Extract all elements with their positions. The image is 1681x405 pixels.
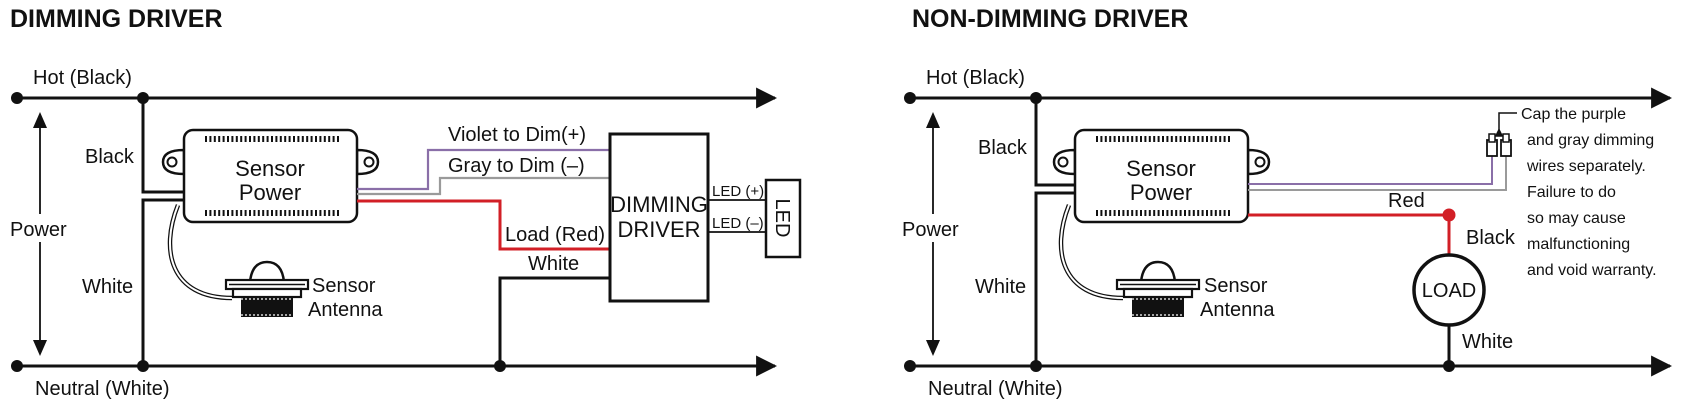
nd-sensor-power-label-2: Power bbox=[1130, 180, 1192, 205]
driver-white-label: White bbox=[528, 253, 579, 275]
nd-sensor-antenna-device bbox=[1115, 260, 1201, 317]
note-line-6: malfunctioning bbox=[1527, 236, 1630, 253]
note-leader bbox=[1495, 112, 1517, 137]
power-label-bg bbox=[8, 214, 72, 242]
sensor-antenna-device bbox=[224, 260, 310, 317]
nd-red-wire bbox=[1248, 213, 1451, 254]
load-red-label: Load (Red) bbox=[505, 224, 605, 246]
nd-load-black-label: Black bbox=[1466, 227, 1516, 249]
hot-label: Hot (Black) bbox=[33, 67, 132, 89]
nd-gray-wire bbox=[1248, 154, 1507, 191]
white-wire bbox=[141, 198, 184, 366]
led-plus-label: LED (+) bbox=[712, 183, 764, 200]
nd-power-label: Power bbox=[902, 219, 959, 241]
cap-wires-note: Cap the purple and gray dimming wires se… bbox=[1521, 106, 1657, 279]
nd-violet-wire bbox=[1248, 154, 1493, 185]
driver-white-wire bbox=[498, 276, 610, 366]
note-line-5: so may cause bbox=[1527, 210, 1626, 227]
neutral-label: Neutral (White) bbox=[35, 378, 169, 400]
red-load-wire bbox=[357, 199, 610, 251]
driver-label-1: DIMMING bbox=[610, 192, 708, 217]
power-arrow-up bbox=[33, 112, 47, 128]
non-dimming-driver-diagram: NON-DIMMING DRIVER Hot (Black) Neutral (… bbox=[900, 5, 1673, 400]
nd-white-wire bbox=[1034, 191, 1075, 366]
power-label: Power bbox=[10, 219, 67, 241]
nd-hot-terminal bbox=[904, 92, 916, 104]
neutral-terminal bbox=[11, 360, 23, 372]
gray-label: Gray to Dim (–) bbox=[448, 155, 585, 177]
nd-white-label: White bbox=[975, 276, 1026, 298]
black-label: Black bbox=[85, 146, 135, 168]
nd-red-label: Red bbox=[1388, 190, 1425, 212]
nd-sensor-power-label-1: Sensor bbox=[1126, 156, 1196, 181]
dimming-driver-diagram: DIMMING DRIVER Hot (Black) Neutral (Whit… bbox=[8, 5, 802, 400]
nd-load-white-label: White bbox=[1462, 331, 1513, 353]
violet-wire bbox=[357, 148, 610, 191]
violet-label: Violet to Dim(+) bbox=[448, 124, 586, 146]
note-line-2: and gray dimming bbox=[1527, 132, 1654, 149]
nd-sensor-antenna-label-1: Sensor bbox=[1204, 275, 1268, 297]
note-line-1: Cap the purple bbox=[1521, 106, 1626, 123]
nd-black-label: Black bbox=[978, 137, 1028, 159]
nd-neutral-terminal bbox=[904, 360, 916, 372]
note-line-4: Failure to do bbox=[1527, 184, 1616, 201]
hot-terminal bbox=[11, 92, 23, 104]
sensor-power-label-2: Power bbox=[239, 180, 301, 205]
note-line-7: and void warranty. bbox=[1527, 262, 1657, 279]
sensor-antenna-label-2: Antenna bbox=[308, 299, 383, 321]
nd-power-arrow-down bbox=[926, 340, 940, 356]
dimming-driver-box bbox=[608, 132, 710, 303]
gray-wire bbox=[357, 176, 610, 196]
driver-label-2: DRIVER bbox=[617, 217, 700, 242]
sensor-power-module: Sensor Power bbox=[161, 128, 380, 224]
sensor-antenna-label-1: Sensor bbox=[312, 275, 376, 297]
led-minus-label: LED (–) bbox=[712, 215, 764, 232]
nd-power-label-bg bbox=[900, 214, 964, 242]
led-label: LED bbox=[771, 199, 793, 238]
sensor-power-label-1: Sensor bbox=[235, 156, 305, 181]
load-label: LOAD bbox=[1422, 280, 1476, 302]
wire-caps bbox=[1486, 133, 1512, 157]
black-wire bbox=[141, 98, 184, 194]
white-label: White bbox=[82, 276, 133, 298]
non-dimming-title: NON-DIMMING DRIVER bbox=[912, 5, 1188, 33]
note-line-3: wires separately. bbox=[1526, 158, 1646, 175]
nd-hot-label: Hot (Black) bbox=[926, 67, 1025, 89]
power-arrow-down bbox=[33, 340, 47, 356]
nd-sensor-power-module: Sensor Power bbox=[1052, 128, 1271, 224]
nd-power-arrow-up bbox=[926, 112, 940, 128]
nd-neutral-label: Neutral (White) bbox=[928, 378, 1062, 400]
nd-sensor-antenna-label-2: Antenna bbox=[1200, 299, 1275, 321]
note-leader-arrow bbox=[1495, 128, 1503, 136]
nd-red-junction bbox=[1442, 208, 1456, 222]
nd-black-wire bbox=[1034, 98, 1075, 187]
dimming-title: DIMMING DRIVER bbox=[10, 5, 223, 33]
led-box bbox=[764, 178, 802, 259]
